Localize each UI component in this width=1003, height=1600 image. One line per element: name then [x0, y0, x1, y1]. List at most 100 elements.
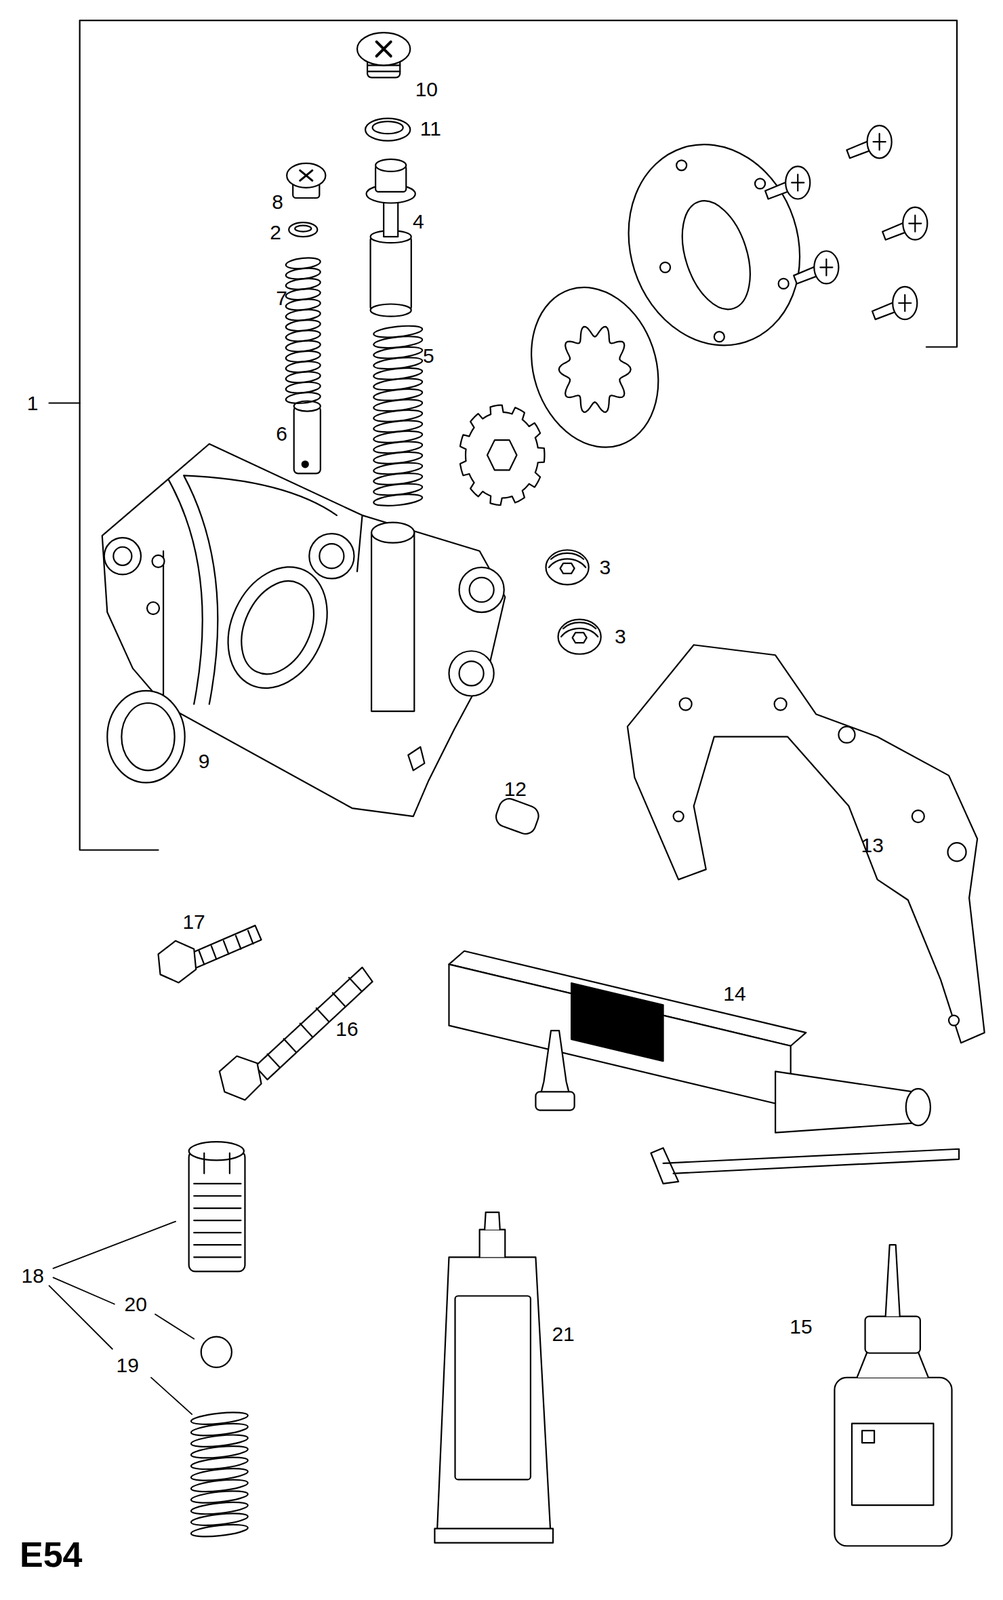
coil-spring	[373, 492, 423, 508]
sealing-ring	[288, 222, 318, 237]
pump-cover	[754, 178, 766, 189]
cover-screw	[791, 174, 804, 191]
callout-number: 10	[415, 79, 438, 100]
callout-number: 21	[551, 1323, 575, 1344]
dowel-pin	[493, 795, 542, 837]
inner-rotor	[460, 405, 545, 505]
pump-housing	[102, 443, 506, 816]
cover-screw	[867, 125, 892, 158]
gasket	[948, 1015, 959, 1026]
pump-housing	[371, 522, 415, 543]
bolt	[189, 925, 262, 968]
cover-screw	[785, 166, 810, 199]
gasket	[947, 842, 966, 861]
callout-number: 20	[124, 1293, 148, 1315]
oil-filter-screen	[189, 1141, 244, 1160]
cover-screw	[898, 294, 911, 312]
shaft-seal	[107, 690, 185, 783]
threaded-plug	[572, 632, 587, 643]
pump-cover	[778, 278, 789, 289]
cover-screw	[765, 125, 928, 320]
leader-line	[48, 1221, 194, 1414]
sealing-ring	[365, 118, 411, 141]
threaded-plug	[560, 563, 575, 574]
pump-housing	[104, 537, 141, 575]
pump-housing	[371, 532, 415, 711]
callout-number: 18	[21, 1265, 44, 1286]
dowel-pin	[493, 795, 542, 837]
coil-spring	[190, 256, 423, 1538]
inner-rotor	[460, 405, 545, 505]
pump-housing	[459, 567, 505, 612]
threaded-plug	[545, 549, 601, 654]
sealant-kit	[571, 982, 663, 1061]
gasket	[838, 726, 855, 743]
pump-housing	[319, 543, 344, 568]
inner-rotor	[487, 439, 517, 470]
bolt	[199, 930, 254, 965]
sealant-bottle	[857, 1351, 929, 1378]
cover-screw	[908, 215, 921, 232]
shaft-seal	[107, 690, 185, 783]
sealant-tube	[434, 1528, 554, 1543]
coil-spring	[285, 391, 321, 405]
bolt	[158, 925, 373, 1100]
pump-housing	[168, 475, 337, 704]
sealant-bottle	[834, 1244, 952, 1546]
pump-cover	[669, 192, 763, 318]
relief-piston	[370, 236, 412, 310]
pump-housing	[459, 660, 484, 686]
coil-spring	[190, 1522, 249, 1539]
gasket	[627, 644, 985, 1043]
callout-number: 14	[723, 983, 746, 1004]
relief-piston	[370, 304, 412, 317]
pump-housing	[102, 443, 506, 816]
figure-code: E54	[19, 1536, 83, 1572]
shaft-seal	[121, 702, 175, 770]
pump-cover	[676, 159, 687, 171]
threaded-plug	[558, 619, 602, 654]
sealant-bottle	[851, 1423, 934, 1505]
relief-piston	[375, 159, 406, 172]
screw-plug	[357, 32, 411, 78]
pump-housing	[113, 546, 132, 566]
pump-housing	[407, 746, 425, 771]
sealant-tube	[484, 1211, 501, 1230]
callout-number: 9	[198, 750, 211, 772]
bolt	[158, 940, 197, 983]
callout-number: 1	[27, 393, 39, 414]
sealant-bottle	[862, 1429, 875, 1443]
gasket	[774, 697, 787, 710]
sealing-ring	[372, 121, 404, 134]
cover-screw	[902, 207, 928, 240]
sealant-bottle	[834, 1377, 952, 1546]
leader-line	[48, 1284, 112, 1348]
sealant-kit	[775, 1070, 924, 1132]
bolt	[255, 967, 373, 1080]
sealing-ring	[288, 222, 318, 237]
pump-housing	[152, 555, 165, 568]
threaded-plug	[545, 549, 589, 585]
leader-line	[53, 1276, 115, 1304]
check-ball	[201, 1336, 232, 1367]
screw-plug	[357, 32, 411, 66]
sealant-kit	[650, 1147, 959, 1184]
sleeve	[302, 460, 309, 467]
callout-number: 13	[861, 834, 884, 856]
callout-number: 3	[614, 626, 627, 647]
sleeve	[294, 401, 321, 474]
callout-number: 4	[412, 211, 425, 232]
callout-number: 2	[269, 222, 282, 243]
sealant-tube	[434, 1211, 554, 1543]
outer-rotor	[559, 326, 631, 413]
bolt	[219, 1055, 262, 1100]
callout-number: 19	[116, 1354, 139, 1376]
sealant-kit	[535, 1091, 575, 1110]
pump-cover	[714, 331, 725, 342]
cover-screw	[820, 258, 833, 276]
sealant-tube	[436, 1256, 551, 1540]
check-ball	[201, 1336, 232, 1367]
